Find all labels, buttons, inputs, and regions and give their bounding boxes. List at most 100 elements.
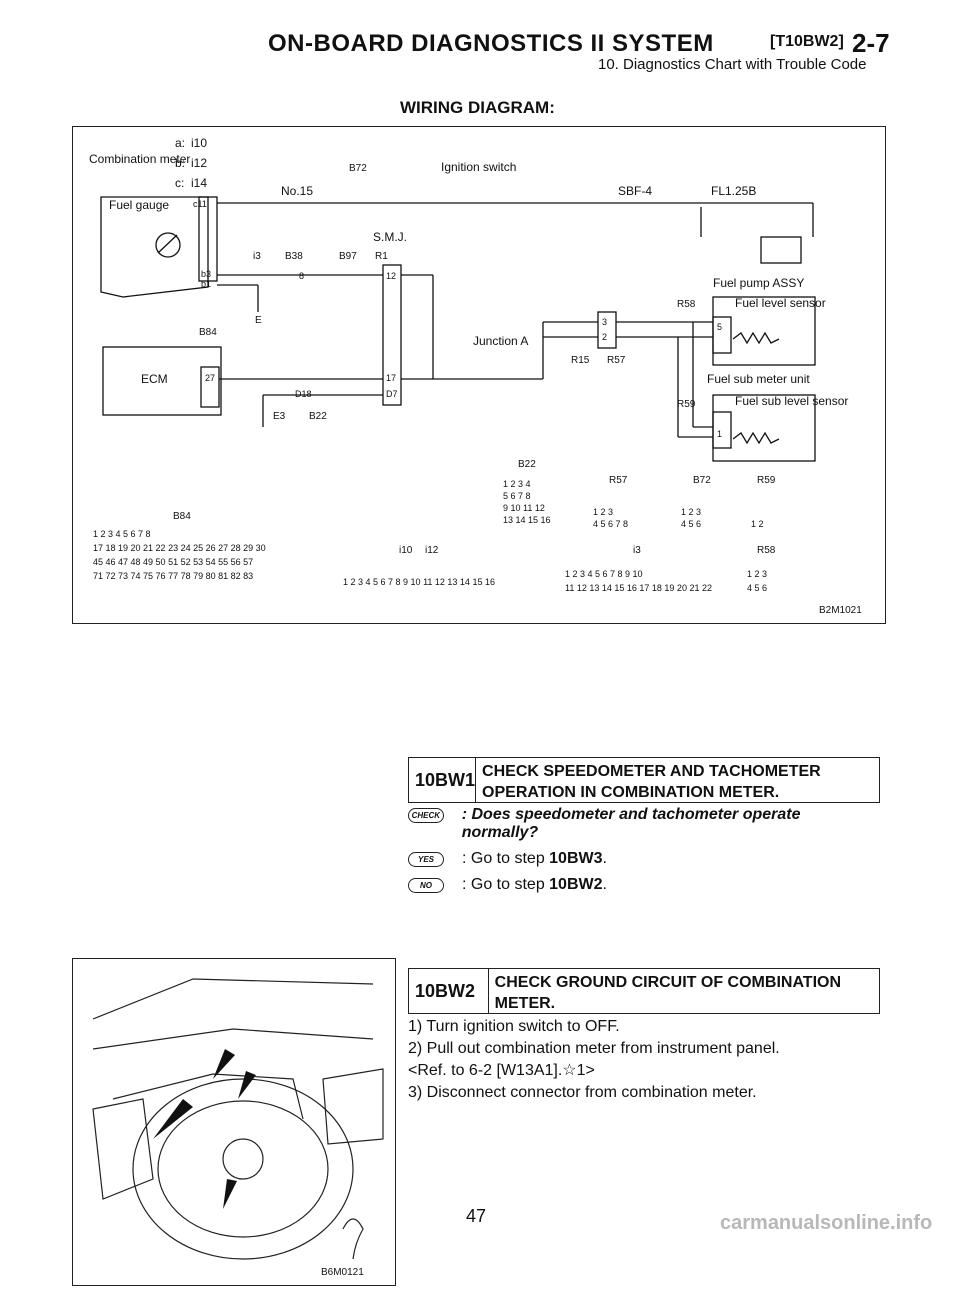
conn-r1: R1 (375, 251, 388, 262)
grid-b72-label: B72 (693, 475, 711, 486)
grid-r58-label: R58 (757, 545, 776, 556)
label-smj: S.M.J. (373, 230, 407, 244)
pin-2: 2 (602, 332, 607, 342)
conn-r59: R59 (677, 399, 696, 410)
ground-symbol-label: E (255, 315, 262, 326)
conn-r58: R58 (677, 299, 696, 310)
grid-r57-row-2: 4 5 6 7 8 (593, 519, 628, 529)
grid-b84-row-2: 17 18 19 20 21 22 23 24 25 26 27 28 29 3… (93, 543, 266, 553)
label-fuse-no15: No.15 (281, 184, 313, 198)
grid-r58-row-1: 1 2 3 (747, 569, 767, 579)
label-fuel-gauge: Fuel gauge (109, 198, 169, 212)
label-ecm: ECM (141, 372, 168, 386)
step-10bw1-header: 10BW1 CHECK SPEEDOMETER AND TACHOMETER O… (408, 757, 880, 803)
grid-b84-row-4: 71 72 73 74 75 76 77 78 79 80 81 82 83 (93, 571, 253, 581)
yes-badge-icon: YES (408, 852, 444, 867)
label-conn-c: c: (175, 176, 184, 190)
dashboard-illustration: B6M0121 (72, 958, 396, 1286)
diagram-figure-id: B2M1021 (819, 605, 862, 616)
instruction-item: 3) Disconnect connector from combination… (408, 1084, 757, 1101)
grid-i3-row-1: 1 2 3 4 5 6 7 8 9 10 (565, 569, 643, 579)
conn-i12: i12 (191, 156, 207, 170)
wiring-diagram-svg: Combination meter a: b: c: i10 i12 i14 F… (89, 136, 862, 616)
watermark: carmanualsonline.info (720, 1212, 933, 1234)
grid-r58-row-2: 4 5 6 (747, 583, 767, 593)
grid-b22-row-2: 5 6 7 8 (503, 491, 531, 501)
photo-figure-id: B6M0121 (321, 1267, 364, 1278)
step-10bw1-question: : Does speedometer and tachometer operat… (461, 806, 801, 841)
step-10bw1-title: CHECK SPEEDOMETER AND TACHOMETER OPERATI… (482, 763, 821, 801)
grid-i12-label: i12 (425, 545, 439, 556)
pin-17: 17 (386, 373, 396, 383)
step-10bw2-header: 10BW2 CHECK GROUND CIRCUIT OF COMBINATIO… (408, 968, 880, 1014)
instruction-item: 1) Turn ignition switch to OFF. (408, 1018, 620, 1035)
grid-b22-row-4: 13 14 15 16 (503, 515, 551, 525)
step-10bw1-yes-row: YES : Go to step 10BW3. (408, 850, 607, 868)
conn-e3: E3 (273, 411, 286, 422)
pin-27: 27 (205, 373, 215, 383)
page-reference: 2-7 (852, 28, 890, 58)
label-fl125b: FL1.25B (711, 184, 756, 198)
instruction-item: 2) Pull out combination meter from instr… (408, 1040, 780, 1057)
label-sbf4: SBF-4 (618, 184, 652, 198)
conn-b38: B38 (285, 251, 303, 262)
conn-r57: R57 (607, 355, 626, 366)
pin-8: 8 (299, 271, 304, 281)
label-conn-a: a: (175, 136, 185, 150)
grid-i10-label: i10 (399, 545, 413, 556)
conn-r15: R15 (571, 355, 590, 366)
step-10bw2-id: 10BW2 (409, 969, 489, 1013)
page-title: ON-BOARD DIAGNOSTICS II SYSTEM (268, 30, 714, 57)
grid-r57-row-1: 1 2 3 (593, 507, 613, 517)
conn-b22: B22 (309, 411, 327, 422)
pin-1: 1 (717, 429, 722, 439)
grid-r59-row: 1 2 (751, 519, 764, 529)
pin-5: 5 (717, 322, 722, 332)
pin-b1: b1 (201, 279, 211, 289)
step-10bw2-title: CHECK GROUND CIRCUIT OF COMBINATION METE… (494, 974, 842, 1012)
step-10bw1-question-row: CHECK : Does speedometer and tachometer … (408, 806, 878, 842)
grid-b22-label: B22 (518, 459, 536, 470)
grid-b84-row-3: 45 46 47 48 49 50 51 52 53 54 55 56 57 (93, 557, 253, 567)
label-ignition-switch: Ignition switch (441, 160, 516, 174)
page-number: 47 (466, 1206, 487, 1226)
section-code: [T10BW2] (770, 33, 844, 50)
label-fuel-level-sensor: Fuel level sensor (735, 296, 826, 310)
grid-r57-label: R57 (609, 475, 628, 486)
pin-d18: D18 (295, 389, 312, 399)
label-conn-b: b: (175, 156, 185, 170)
conn-b72-ignition: B72 (349, 163, 367, 174)
wiring-diagram: Combination meter a: b: c: i10 i12 i14 F… (72, 126, 886, 624)
step-10bw1-id: 10BW1 (409, 758, 477, 802)
step-10bw2-instructions: 1) Turn ignition switch to OFF. 2) Pull … (408, 1016, 888, 1104)
pin-d7: D7 (386, 389, 398, 399)
pin-12: 12 (386, 271, 396, 281)
label-fuel-pump-assy: Fuel pump ASSY (713, 276, 804, 290)
conn-b97: B97 (339, 251, 357, 262)
grid-i10-i12-row: 1 2 3 4 5 6 7 8 9 10 11 12 13 14 15 16 (343, 577, 495, 587)
no-badge-icon: NO (408, 878, 444, 893)
grid-b84-label: B84 (173, 511, 191, 522)
grid-i3-row-2: 11 12 13 14 15 16 17 18 19 20 21 22 (565, 583, 712, 593)
dashboard-drawing: B6M0121 (92, 978, 384, 1278)
grid-b72-row-2: 4 5 6 (681, 519, 701, 529)
wiring-diagram-title: WIRING DIAGRAM: (400, 98, 555, 117)
step-10bw1-yes-text: : Go to step (462, 850, 550, 867)
grid-b22-row-1: 1 2 3 4 (503, 479, 531, 489)
pin-3: 3 (602, 317, 607, 327)
grid-i3-label: i3 (633, 545, 641, 556)
check-badge-icon: CHECK (408, 808, 444, 823)
grid-b22-row-3: 9 10 11 12 (503, 503, 545, 513)
label-fuel-sub-level-sensor: Fuel sub level sensor (735, 394, 848, 408)
step-10bw1-yes-link[interactable]: 10BW3 (549, 850, 603, 867)
conn-i3: i3 (253, 251, 261, 262)
conn-i10: i10 (191, 136, 207, 150)
label-combination-meter: Combination meter (89, 152, 190, 166)
step-10bw1-no-link[interactable]: 10BW2 (549, 876, 603, 893)
instruction-reference-link[interactable]: <Ref. to 6-2 [W13A1].☆1> (408, 1062, 595, 1079)
grid-b84-row-1: 1 2 3 4 5 6 7 8 (93, 529, 151, 539)
grid-r59-label: R59 (757, 475, 776, 486)
conn-b84-ecm: B84 (199, 327, 217, 338)
page-subtitle: 10. Diagnostics Chart with Trouble Code (598, 56, 867, 73)
grid-b72-row-1: 1 2 3 (681, 507, 701, 517)
